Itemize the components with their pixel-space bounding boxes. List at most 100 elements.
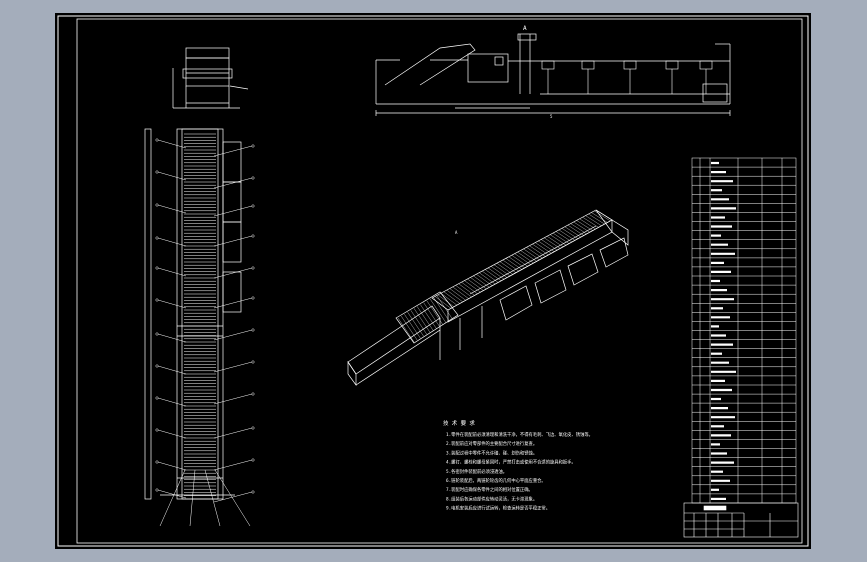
- note-item: 4.螺钉、螺栓和螺母紧固时，严禁打击或使用不合适的旋具和扳手。: [446, 459, 576, 466]
- leader-dot: [251, 426, 255, 430]
- iso-slat-line: [588, 213, 605, 225]
- iso-slat-line: [561, 228, 578, 239]
- iso-chute-line: [417, 306, 434, 331]
- iso-chute-line: [413, 308, 431, 333]
- leader-line: [213, 459, 253, 471]
- iso-slat-line: [499, 261, 516, 273]
- iso-slat-line: [558, 229, 575, 241]
- leader-line: [157, 365, 187, 375]
- iso-slat-line: [496, 263, 514, 275]
- iso-chute-line: [426, 300, 443, 325]
- leader-line: [159, 469, 186, 527]
- iso-chute-line: [397, 317, 415, 343]
- iso-slat-line: [514, 253, 531, 265]
- iso-slat-line: [529, 245, 546, 257]
- isometric-view-slats: [397, 210, 611, 343]
- iso-chute-line: [407, 312, 424, 337]
- iso-slat-line: [511, 255, 528, 267]
- iso-slat-line: [550, 234, 567, 246]
- leader-line: [213, 491, 253, 503]
- leader-line: [213, 235, 253, 247]
- iso-slat-line: [547, 236, 564, 247]
- leader-dot: [155, 138, 159, 142]
- leader-dot: [155, 428, 159, 432]
- plan-view-leaders: [155, 138, 255, 527]
- leader-line: [157, 237, 187, 247]
- iso-slat-line: [455, 285, 472, 298]
- iso-slat-line: [541, 239, 558, 251]
- iso-slat-line: [449, 288, 466, 301]
- iso-slat-line: [484, 269, 502, 281]
- iso-chute-line: [423, 302, 440, 327]
- leader-line: [213, 297, 253, 309]
- note-item: 3.装配过程中零件不允许磕、碰、划伤和锈蚀。: [446, 449, 537, 456]
- plan-view-slats: [184, 133, 216, 496]
- front-view-length-dim: 5: [550, 114, 553, 119]
- iso-slat-line: [434, 296, 452, 309]
- iso-slat-line: [532, 243, 549, 256]
- iso-slat-line: [440, 293, 458, 306]
- iso-slat-line: [479, 272, 496, 285]
- iso-slat-line: [582, 217, 599, 228]
- sheet-background: [55, 13, 811, 549]
- leader-line: [213, 145, 253, 157]
- leader-line: [214, 469, 251, 527]
- leader-line: [157, 461, 187, 471]
- leader-line: [157, 429, 187, 439]
- leader-dot: [251, 234, 255, 238]
- leader-line: [189, 469, 196, 527]
- leader-dot: [155, 236, 159, 240]
- iso-slat-line: [431, 297, 449, 311]
- iso-slat-line: [502, 259, 519, 272]
- iso-chute-line: [401, 316, 418, 341]
- leader-dot: [155, 488, 159, 492]
- iso-slat-line: [552, 232, 570, 244]
- leader-dot: [155, 298, 159, 302]
- iso-slat-line: [579, 218, 596, 230]
- leader-line: [213, 177, 253, 189]
- leader-line: [157, 139, 187, 149]
- leader-dot: [155, 364, 159, 368]
- leader-line: [213, 329, 253, 341]
- leader-dot: [155, 460, 159, 464]
- iso-slat-line: [464, 280, 481, 293]
- iso-slat-line: [493, 264, 511, 277]
- iso-slat-line: [437, 294, 455, 307]
- isometric-view-label: A: [455, 230, 458, 235]
- iso-slat-line: [470, 277, 487, 290]
- leader-line: [157, 267, 187, 277]
- leader-dot: [251, 204, 255, 208]
- leader-line: [213, 393, 253, 405]
- leader-dot: [155, 203, 159, 207]
- side-view: [172, 47, 249, 109]
- iso-slat-line: [476, 274, 493, 286]
- iso-slat-line: [564, 226, 581, 238]
- leader-dot: [155, 396, 159, 400]
- iso-chute-line: [404, 314, 421, 339]
- iso-slat-line: [467, 278, 484, 291]
- leader-dot: [251, 490, 255, 494]
- iso-slat-line: [526, 247, 543, 259]
- iso-slat-line: [585, 215, 602, 226]
- note-item: 6.链轮装配后，两链轮轮齿的几何中心平面应重合。: [446, 477, 546, 484]
- inner-border: [76, 18, 803, 544]
- leader-dot: [251, 328, 255, 332]
- iso-slat-line: [594, 210, 611, 222]
- iso-slat-line: [473, 275, 490, 288]
- iso-slat-line: [573, 221, 590, 233]
- leader-dot: [251, 392, 255, 396]
- iso-chute-line: [436, 294, 453, 320]
- leader-dot: [251, 360, 255, 364]
- iso-slat-line: [591, 212, 608, 223]
- iso-slat-line: [505, 258, 522, 270]
- iso-slat-line: [452, 286, 469, 299]
- leader-dot: [251, 144, 255, 148]
- leader-line: [157, 171, 187, 181]
- iso-slat-line: [520, 250, 537, 262]
- plan-view: [144, 128, 242, 500]
- leader-line: [157, 397, 187, 407]
- front-view-posts: [541, 60, 713, 94]
- front-view: [375, 33, 731, 116]
- leader-dot: [155, 332, 159, 336]
